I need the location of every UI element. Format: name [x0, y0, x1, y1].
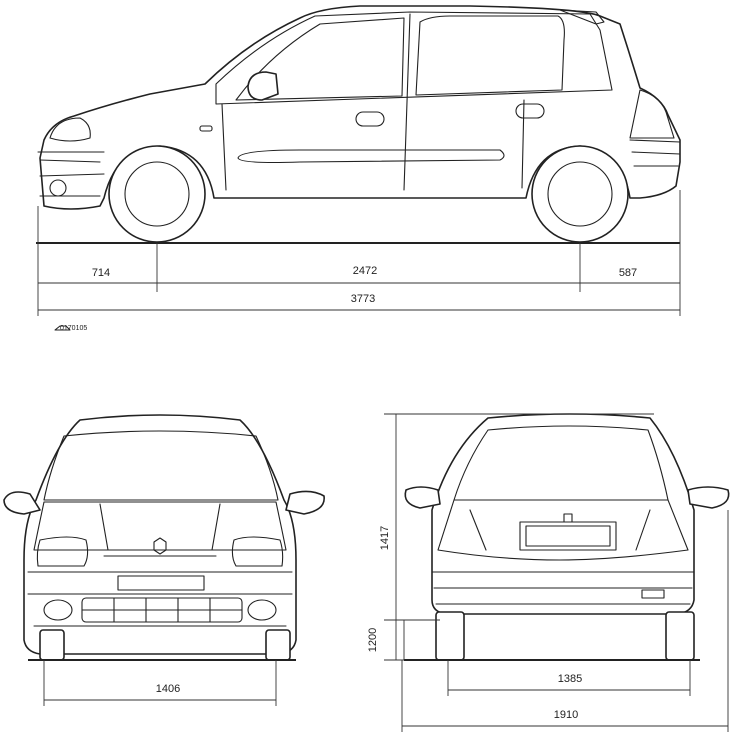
side-fog-light — [49, 179, 67, 197]
rear-right-mirror — [687, 486, 730, 509]
side-indicator — [199, 125, 213, 132]
side-roof-spoiler — [559, 9, 605, 25]
rear-reflector — [641, 589, 665, 599]
front-lower-intake-grid — [81, 597, 243, 623]
side-rear-lamp — [629, 89, 675, 139]
front-left-headlight — [36, 536, 89, 567]
front-emblem — [153, 537, 167, 555]
rear-view: 1417 1200 1385 1910 — [367, 413, 730, 732]
side-mirror — [247, 71, 279, 101]
side-molding — [237, 149, 505, 164]
wheelbase-label: 2472 — [353, 265, 377, 277]
side-rear-wheel — [531, 145, 629, 243]
rear-right-tire — [665, 611, 695, 661]
front-hood — [33, 501, 287, 551]
side-window-frame — [215, 11, 613, 105]
overall-length-label: 3773 — [351, 293, 375, 305]
front-right-mirror — [285, 490, 325, 515]
overall-width-label: 1910 — [554, 709, 578, 721]
front-left-fog-light — [43, 599, 73, 621]
rear-bumper — [431, 571, 695, 605]
side-view: 714 2472 587 3773 0170105 — [36, 5, 681, 332]
rear-tailgate — [437, 499, 689, 561]
side-rear-bumper — [629, 139, 681, 167]
front-body-outline — [23, 414, 297, 655]
side-front-wheel-rim — [124, 161, 190, 227]
side-rear-door-handle — [515, 103, 545, 119]
mirror-height-label: 1200 — [367, 628, 379, 652]
side-dimensions — [37, 190, 681, 316]
side-headlight — [49, 117, 91, 142]
front-right-fog-light — [247, 599, 277, 621]
front-overhang-label: 714 — [92, 267, 110, 279]
rear-left-tire — [435, 611, 465, 661]
reference-code: 0170105 — [60, 325, 87, 332]
front-right-headlight — [231, 536, 284, 567]
front-view: 1406 — [3, 414, 325, 706]
front-left-tire — [39, 629, 65, 661]
side-front-wheel — [108, 145, 206, 243]
rear-lock — [563, 513, 573, 523]
side-rear-window — [415, 15, 565, 96]
overall-height-label: 1417 — [379, 526, 391, 550]
front-bumper — [27, 571, 293, 627]
side-front-bumper — [37, 151, 105, 197]
front-track-label: 1406 — [156, 683, 180, 695]
rear-license-plate-inner — [525, 525, 611, 547]
front-right-tire — [265, 629, 291, 661]
front-windshield — [43, 430, 279, 501]
rear-overhang-label: 587 — [619, 267, 637, 279]
rear-window — [453, 425, 669, 501]
rear-track-label: 1385 — [558, 673, 582, 685]
front-license-plate — [117, 575, 205, 591]
side-front-window — [235, 17, 405, 101]
side-rear-wheel-rim — [547, 161, 613, 227]
front-left-mirror — [3, 491, 41, 515]
reference-code-icon — [54, 325, 71, 331]
side-front-door-handle — [355, 111, 385, 127]
rear-left-mirror — [404, 486, 441, 509]
